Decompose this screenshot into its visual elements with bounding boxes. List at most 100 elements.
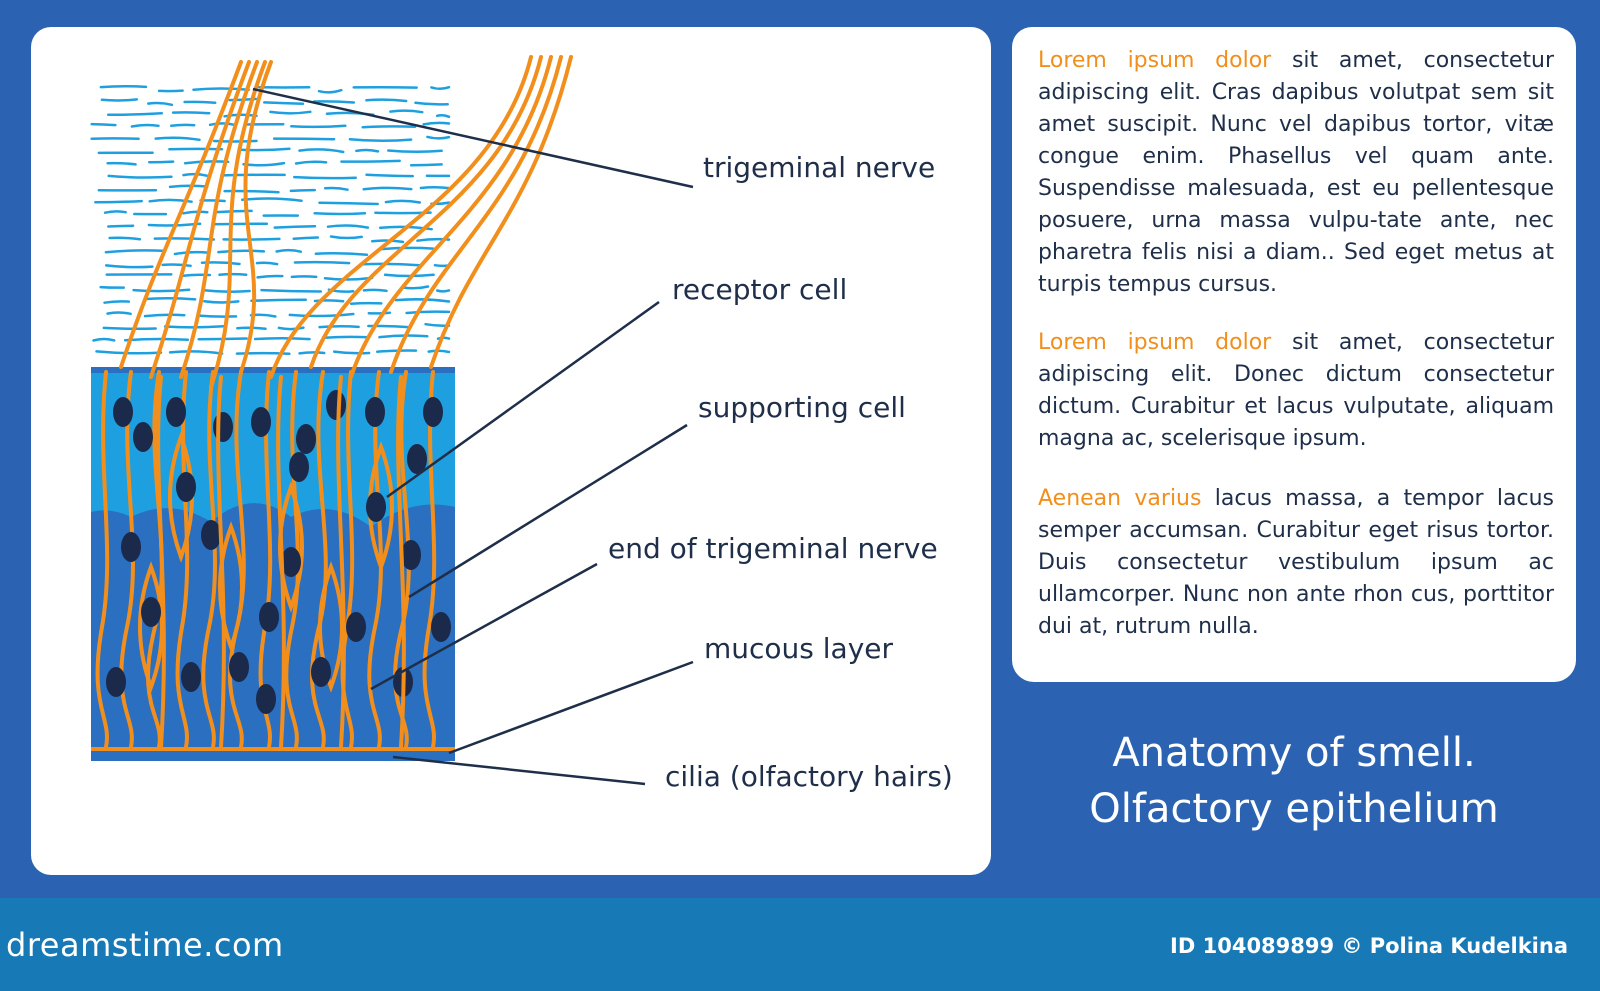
- mucous-layer-band: [91, 749, 455, 761]
- tissue-stroke: [106, 112, 164, 116]
- tissue-stroke: [208, 122, 238, 127]
- supporting-cell-wall: [95, 370, 110, 749]
- nucleus: [106, 667, 126, 697]
- tissue-stroke: [389, 109, 424, 114]
- receptor-cell-body: [368, 441, 394, 573]
- tissue-stroke: [104, 264, 154, 269]
- tissue-stroke: [102, 326, 157, 331]
- tissue-stroke: [260, 288, 323, 293]
- nucleus: [256, 684, 276, 714]
- nerve-fiber: [349, 55, 553, 379]
- leader-receptor-cell: [386, 300, 660, 499]
- tissue-stroke: [312, 100, 356, 104]
- tissue-stroke: [290, 275, 318, 279]
- tissue-stroke: [362, 288, 388, 293]
- tissue-stroke: [409, 163, 443, 167]
- tissue-stroke: [405, 310, 451, 315]
- paragraph-3: Aenean varius lacus massa, a tempor lacu…: [1038, 483, 1554, 643]
- nucleus: [259, 602, 279, 632]
- tissue-stroke: [430, 85, 451, 91]
- tissue-stroke: [419, 186, 451, 190]
- label-mucous-layer: mucous layer: [704, 632, 894, 665]
- tissue-stroke: [161, 263, 192, 268]
- tissue-stroke: [148, 198, 193, 203]
- tissue-stroke: [383, 273, 435, 278]
- tissue-stroke: [170, 123, 196, 128]
- tissue-stroke: [332, 350, 371, 355]
- tissue-stroke: [298, 148, 345, 154]
- tissue-stroke: [394, 298, 451, 303]
- supporting-cell-wall: [422, 370, 437, 749]
- title-line-1: Anatomy of smell.: [1112, 730, 1476, 776]
- nucleus: [251, 407, 271, 437]
- tissue-stroke: [361, 262, 421, 267]
- tissue-stroke: [256, 274, 284, 279]
- footer-credit: ID 104089899 © Polina Kudelkina: [1170, 934, 1568, 958]
- title-line-2: Olfactory epithelium: [1089, 786, 1499, 832]
- tissue-stroke: [365, 98, 408, 103]
- tissue-stroke: [192, 87, 250, 92]
- supporting-cell-wall: [284, 370, 300, 749]
- nucleus: [296, 424, 316, 454]
- tissue-stroke: [269, 110, 312, 115]
- tissue-stroke: [104, 249, 167, 254]
- tissue-stroke: [123, 337, 190, 342]
- tissue-stroke: [298, 351, 326, 355]
- leader-cilia: [392, 755, 646, 786]
- tissue-stroke: [293, 175, 357, 180]
- footer-brand[interactable]: dreamstime.com: [6, 926, 284, 964]
- paragraph-2: Lorem ipsum dolor sit amet, consectetur …: [1038, 327, 1554, 455]
- tissue-stroke: [106, 311, 132, 316]
- tissue-stroke: [313, 299, 345, 303]
- nucleus: [141, 597, 161, 627]
- diagram-panel: trigeminal nerve receptor cell supportin…: [31, 27, 991, 875]
- paragraph-3-body: lacus massa, a tempor lacus semper accum…: [1038, 486, 1554, 639]
- tissue-stroke: [94, 199, 143, 204]
- tissue-stroke: [289, 188, 317, 193]
- connective-tissue-strokes: [90, 85, 451, 355]
- leader-trigeminal-nerve: [252, 87, 694, 189]
- nucleus: [365, 397, 385, 427]
- tissue-stroke: [294, 160, 328, 165]
- nerve-fiber: [209, 60, 267, 389]
- leader-lines: [252, 87, 694, 786]
- tissue-stroke: [277, 326, 305, 331]
- tissue-stroke: [323, 186, 349, 191]
- nucleus: [289, 452, 309, 482]
- tissue-stroke: [153, 237, 216, 241]
- tissue-stroke: [132, 288, 191, 293]
- tissue-stroke: [272, 137, 336, 141]
- tissue-stroke: [235, 351, 291, 355]
- nucleus: [229, 652, 249, 682]
- text-panel: Lorem ipsum dolor sit amet, consectetur …: [1012, 27, 1576, 682]
- tissue-stroke: [365, 173, 415, 178]
- cell-nuclei: [106, 390, 451, 714]
- paragraph-1-accent: Lorem ipsum dolor: [1038, 48, 1272, 73]
- tissue-stroke: [143, 313, 186, 318]
- tissue-stroke: [362, 186, 413, 191]
- tissue-stroke: [242, 161, 286, 167]
- tissue-stroke: [318, 325, 360, 329]
- nucleus: [326, 390, 346, 420]
- olfactory-epithelium-diagram: [90, 55, 694, 786]
- nerve-fiber: [429, 55, 573, 369]
- nucleus: [346, 612, 366, 642]
- tissue-stroke: [103, 210, 127, 214]
- tissue-stroke: [402, 285, 430, 290]
- tissue-stroke: [340, 159, 401, 163]
- tissue-stroke: [202, 289, 251, 293]
- nucleus: [366, 492, 386, 522]
- tissue-stroke: [387, 149, 443, 154]
- tissue-stroke: [435, 289, 451, 293]
- tissue-stroke: [183, 160, 230, 165]
- tissue-stroke: [168, 184, 209, 189]
- tissue-stroke: [217, 249, 266, 254]
- nucleus: [213, 412, 233, 442]
- tissue-stroke: [99, 85, 148, 89]
- tissue-stroke: [255, 261, 279, 266]
- tissue-stroke: [250, 298, 308, 303]
- tissue-stroke: [323, 335, 371, 339]
- tissue-stroke: [154, 136, 201, 142]
- tissue-stroke: [240, 197, 303, 203]
- nerve-fiber-end: [216, 375, 226, 749]
